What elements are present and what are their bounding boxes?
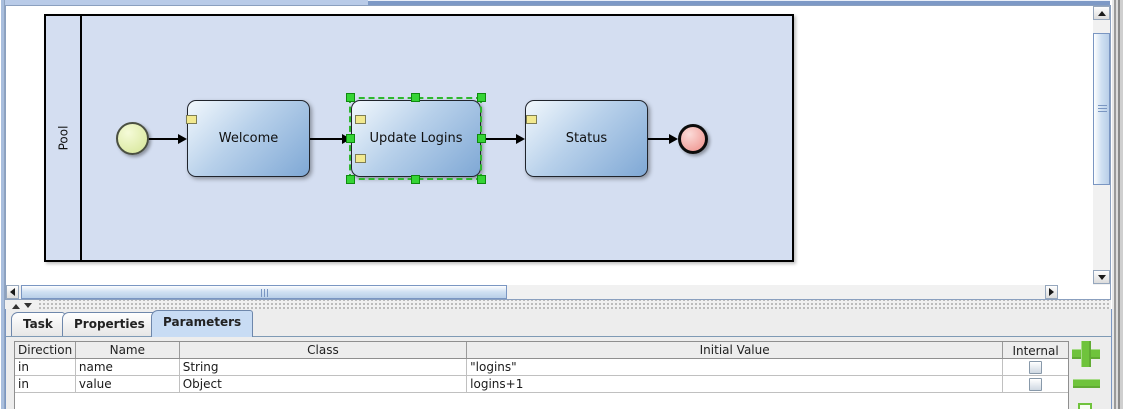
scroll-right-icon (1049, 288, 1058, 296)
split-pane-divider[interactable] (5, 300, 1111, 309)
scroll-left-button[interactable] (6, 285, 19, 299)
cell-internal (1003, 376, 1068, 392)
remove-parameter-button[interactable] (1073, 379, 1100, 388)
cell-class[interactable]: String (180, 359, 468, 375)
task-update-logins[interactable]: Update Logins (351, 100, 481, 177)
window-top-edge-right (368, 0, 1110, 5)
tab-parameters[interactable]: Parameters (151, 310, 254, 337)
pool-label-band: Pool (46, 16, 82, 260)
sequence-flow-line[interactable] (148, 138, 180, 140)
task-welcome[interactable]: Welcome (187, 100, 310, 177)
scroll-up-button[interactable] (1093, 6, 1110, 20)
selection-handle[interactable] (346, 134, 355, 143)
task-marker-icon[interactable] (355, 154, 366, 163)
cell-direction[interactable]: in (15, 376, 76, 392)
end-event[interactable] (678, 124, 708, 154)
sequence-flow-line[interactable] (648, 138, 671, 140)
task-marker-icon[interactable] (355, 115, 366, 124)
task-marker-icon[interactable] (186, 115, 197, 124)
cell-direction[interactable]: in (15, 359, 76, 375)
properties-panel: Task Properties Parameters Direction Nam… (5, 309, 1112, 409)
selection-handle[interactable] (411, 93, 420, 102)
tab-label: Parameters (163, 315, 242, 329)
parameters-table: Direction Name Class Initial Value Inter… (14, 341, 1069, 409)
table-header-row: Direction Name Class Initial Value Inter… (15, 342, 1068, 359)
task-marker-icon[interactable] (526, 115, 537, 124)
task-label: Update Logins (369, 131, 463, 146)
window-top-edge-left (0, 0, 368, 5)
cell-initial-value[interactable]: logins+1 (467, 376, 1004, 392)
thumb-grip-icon (261, 289, 269, 297)
cell-class[interactable]: Object (180, 376, 468, 392)
selection-handle[interactable] (477, 93, 486, 102)
selection-handle[interactable] (477, 134, 486, 143)
task-label: Status (565, 131, 608, 146)
pool-label: Pool (55, 125, 70, 151)
scroll-right-button[interactable] (1045, 285, 1058, 299)
cell-name[interactable]: value (76, 376, 180, 392)
thumb-grip-icon (1098, 105, 1107, 112)
column-header-class[interactable]: Class (180, 342, 468, 358)
task-label: Welcome (218, 131, 279, 146)
scroll-down-icon (1097, 274, 1106, 284)
window-right-edge (1112, 0, 1123, 409)
internal-checkbox[interactable] (1029, 361, 1043, 374)
arrowhead-icon (178, 134, 187, 144)
diagram-canvas[interactable]: Pool Welcome Update Logins Status (6, 6, 1093, 285)
table-row[interactable]: in value Object logins+1 (15, 376, 1068, 393)
selection-handle[interactable] (346, 175, 355, 184)
vertical-scrollbar[interactable] (1093, 6, 1110, 285)
collapse-down-icon[interactable] (24, 303, 32, 312)
selection-handle[interactable] (411, 175, 420, 184)
scrollbar-corner (1058, 285, 1110, 299)
scroll-left-icon (6, 288, 15, 296)
cell-initial-value[interactable]: "logins" (467, 359, 1004, 375)
task-status[interactable]: Status (525, 100, 648, 177)
cell-internal (1003, 359, 1068, 375)
column-header-initial-value[interactable]: Initial Value (467, 342, 1004, 358)
add-parameter-button[interactable] (1072, 341, 1100, 367)
scroll-down-button[interactable] (1093, 270, 1110, 284)
selection-handle[interactable] (346, 93, 355, 102)
column-header-name[interactable]: Name (76, 342, 180, 358)
tab-label: Task (23, 317, 53, 331)
tab-task[interactable]: Task (11, 312, 65, 336)
sequence-flow-line[interactable] (310, 138, 344, 140)
horizontal-scrollbar-thumb[interactable] (21, 285, 507, 299)
arrowhead-icon (516, 134, 525, 144)
extra-action-button[interactable] (1078, 403, 1092, 409)
parameters-pane: Direction Name Class Initial Value Inter… (6, 336, 1111, 409)
column-header-direction[interactable]: Direction (15, 342, 76, 358)
tab-label: Properties (74, 317, 145, 331)
collapse-up-icon[interactable] (12, 300, 20, 309)
sequence-flow-line[interactable] (481, 138, 518, 140)
table-row[interactable]: in name String "logins" (15, 359, 1068, 376)
selection-handle[interactable] (477, 175, 486, 184)
column-header-internal[interactable]: Internal (1012, 343, 1059, 358)
horizontal-scrollbar[interactable] (6, 285, 1058, 299)
window-left-edge (0, 0, 5, 409)
internal-checkbox[interactable] (1029, 378, 1043, 391)
arrowhead-icon (669, 134, 678, 144)
scroll-up-icon (1097, 7, 1106, 16)
start-event[interactable] (116, 122, 149, 155)
vertical-scrollbar-thumb[interactable] (1093, 33, 1110, 185)
selection-rectangle (349, 97, 482, 180)
tab-properties[interactable]: Properties (62, 312, 157, 336)
cell-name[interactable]: name (76, 359, 180, 375)
